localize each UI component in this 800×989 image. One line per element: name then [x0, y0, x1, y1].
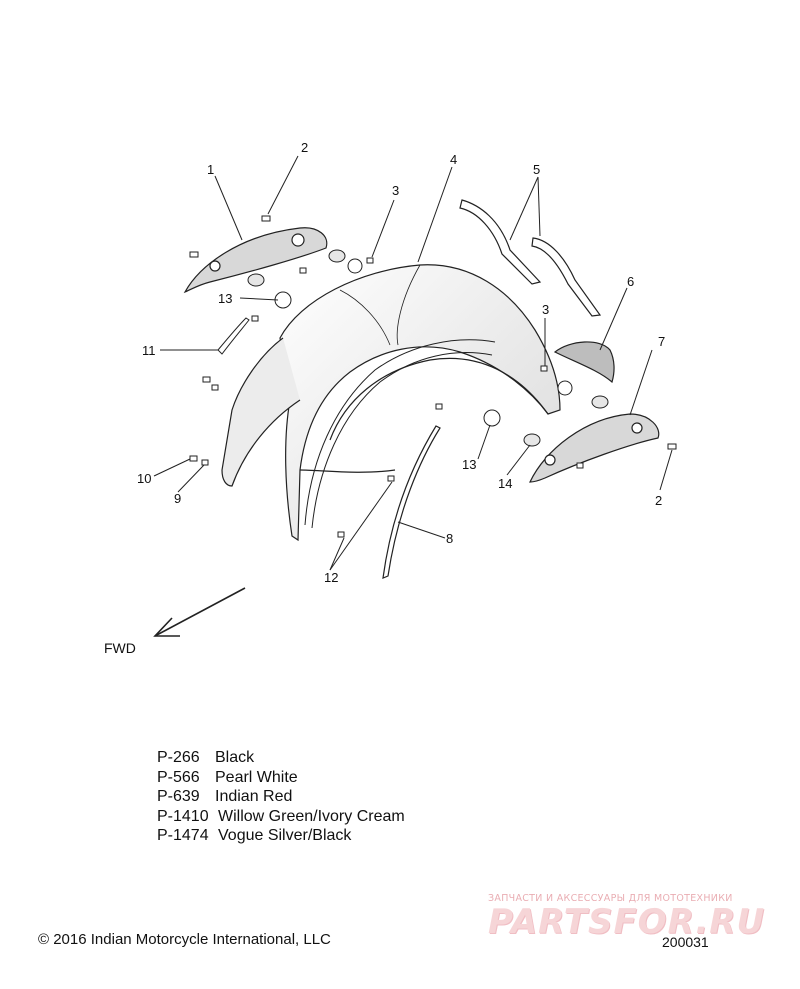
part-7-right-rail [529, 413, 660, 483]
paint-code-row: P-1474 Vogue Silver/Black [157, 826, 405, 846]
forward-arrow [153, 587, 246, 637]
callout-3: 3 [392, 183, 399, 198]
fasteners [189, 215, 677, 538]
callout-13-right: 13 [462, 457, 476, 472]
leader-lines [153, 155, 673, 571]
callout-7: 7 [658, 334, 665, 349]
callout-2-right: 2 [655, 493, 662, 508]
paint-name: Black [215, 749, 255, 766]
callout-4: 4 [450, 152, 457, 167]
part-11-small-trim [217, 317, 250, 355]
callout-6: 6 [627, 274, 634, 289]
fwd-label: FWD [104, 640, 136, 656]
part-5-trim-strips [459, 199, 602, 317]
callout-10: 10 [137, 471, 151, 486]
rear-fender-shell [221, 264, 561, 542]
paint-name: Indian Red [215, 788, 293, 806]
paint-code: P-639 [157, 788, 200, 806]
part-8-lower-trim [382, 425, 441, 579]
callout-8: 8 [446, 531, 453, 546]
paint-code-row: P-1410 Willow Green/Ivory Cream [157, 807, 405, 827]
paint-code: P-266 [157, 749, 200, 766]
copyright-notice: © 2016 Indian Motorcycle International, … [38, 931, 331, 948]
callout-3-right: 3 [542, 302, 549, 317]
paint-code-row: P-266 Black [157, 748, 405, 768]
paint-code-list: P-266 Black P-566 Pearl White P-639 Indian … [157, 748, 405, 846]
callout-5: 5 [533, 162, 540, 177]
watermark-logo: PARTSFOR.RU [488, 902, 766, 942]
spacers-and-caps [247, 249, 609, 447]
watermark-tagline: ЗАПЧАСТИ И АКСЕССУАРЫ ДЛЯ МОТОТЕХНИКИ [488, 893, 733, 904]
paint-code: P-1410 [157, 807, 209, 825]
part-1-left-rail [183, 227, 328, 294]
part-6-badge [553, 341, 615, 384]
callout-labels: 1 2 3 4 5 6 7 8 9 10 11 12 13 14 2 3 13 … [104, 140, 665, 656]
callout-2: 2 [301, 140, 308, 155]
watermark: ЗАПЧАСТИ И АКСЕССУАРЫ ДЛЯ МОТОТЕХНИКИ PA… [488, 893, 788, 940]
paint-name: Vogue Silver/Black [218, 827, 352, 845]
callout-12: 12 [324, 570, 338, 585]
callout-11: 11 [142, 343, 156, 358]
paint-name: Willow Green/Ivory Cream [218, 807, 405, 825]
callout-9: 9 [174, 491, 181, 506]
paint-code: P-566 [157, 768, 200, 786]
paint-code-row: P-639 Indian Red [157, 787, 405, 807]
paint-code-row: P-566 Pearl White [157, 768, 405, 788]
callout-1: 1 [207, 162, 214, 177]
paint-code: P-1474 [157, 827, 209, 845]
diagram-reference-number: 200031 [662, 934, 709, 950]
callout-13: 13 [218, 291, 232, 306]
fender-inner-edge [304, 339, 496, 529]
paint-name: Pearl White [215, 768, 298, 786]
callout-14: 14 [498, 476, 512, 491]
